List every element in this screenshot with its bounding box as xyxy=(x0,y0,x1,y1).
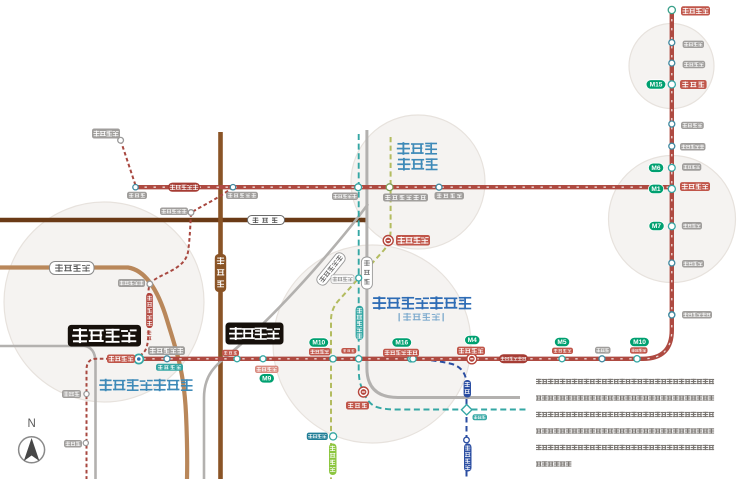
svg-text:M4: M4 xyxy=(468,337,477,344)
svg-text:M9: M9 xyxy=(262,375,271,382)
svg-text:M15: M15 xyxy=(650,82,663,89)
svg-text:M10: M10 xyxy=(312,340,325,347)
svg-text:M10: M10 xyxy=(633,339,646,346)
svg-text:M1: M1 xyxy=(651,186,660,193)
svg-text:M5: M5 xyxy=(557,339,566,346)
svg-text:M7: M7 xyxy=(652,223,661,230)
svg-text:M16: M16 xyxy=(395,340,408,347)
svg-text:M6: M6 xyxy=(651,165,660,172)
svg-text:N: N xyxy=(27,418,35,430)
